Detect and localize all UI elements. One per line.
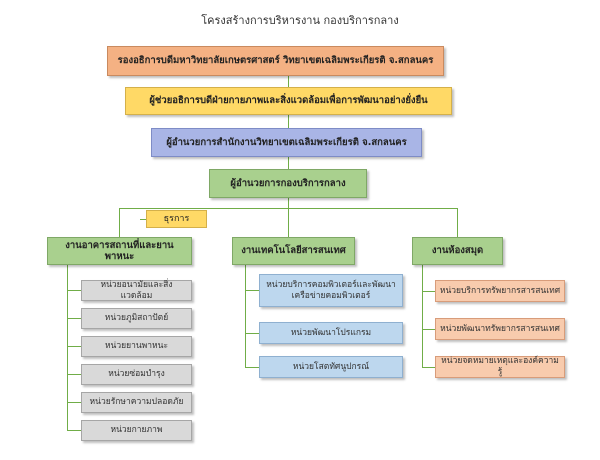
- connector-line: [457, 208, 458, 237]
- department-building-vehicle: งานอาคารสถานที่และยานพาหนะ: [47, 237, 192, 265]
- connector-line: [245, 333, 259, 334]
- assistant-president-box: ผู้ช่วยอธิการบดีฝ่ายกายภาพและสิ่งแวดล้อม…: [125, 87, 452, 115]
- connector-line: [67, 430, 81, 431]
- connector-line: [245, 290, 259, 291]
- connector-line: [67, 402, 81, 403]
- unit-box: หน่วยจดหมายเหตุและองค์ความรู้: [435, 356, 565, 378]
- unit-box: หน่วยกายภาพ: [81, 420, 192, 441]
- unit-box: หน่วยยานพาหนะ: [81, 336, 192, 357]
- unit-box: หน่วยพัฒนาทรัพยากรสารสนเทศ: [435, 318, 565, 340]
- connector-line: [67, 318, 81, 319]
- connector-line: [288, 198, 289, 208]
- campus-office-director-box: ผู้อำนวยการสำนักงานวิทยาเขตเฉลิมพระเกียร…: [151, 128, 422, 157]
- unit-box: หน่วยโสตทัศนูปกรณ์: [259, 356, 403, 378]
- unit-box: หน่วยอนามัยและสิ่งแวดล้อม: [81, 280, 192, 301]
- department-it: งานเทคโนโลยีสารสนเทศ: [232, 237, 355, 265]
- department-library: งานห้องสมุด: [412, 237, 503, 265]
- connector-line: [67, 374, 81, 375]
- connector-line: [140, 219, 146, 220]
- connector-line: [288, 157, 289, 169]
- unit-box: หน่วยซ่อมบำรุง: [81, 364, 192, 385]
- connector-line: [422, 367, 435, 368]
- connector-line: [422, 329, 435, 330]
- connector-line: [245, 367, 259, 368]
- connector-line: [288, 76, 289, 87]
- connector-line: [422, 291, 435, 292]
- connector-line: [288, 115, 289, 128]
- unit-box: หน่วยภูมิสถาปัตย์: [81, 308, 192, 329]
- chart-title: โครงสร้างการบริหารงาน กองบริการกลาง: [201, 14, 399, 27]
- admin-unit-box: ธุรการ: [146, 210, 207, 228]
- unit-box: หน่วยบริการทรัพยากรสารสนเทศ: [435, 280, 565, 302]
- connector-line: [288, 208, 289, 237]
- central-services-director-box: ผู้อำนวยการกองบริการกลาง: [209, 169, 367, 198]
- unit-box: หน่วยรักษาความปลอดภัย: [81, 392, 192, 413]
- connector-line: [67, 290, 81, 291]
- connector-line: [119, 208, 120, 237]
- connector-line: [67, 265, 68, 431]
- unit-box: หน่วยพัฒนาโปรแกรม: [259, 322, 403, 344]
- connector-line: [245, 265, 246, 368]
- unit-box: หน่วยบริการคอมพิวเตอร์และพัฒนาเครือข่ายค…: [259, 274, 403, 307]
- connector-line: [422, 265, 423, 368]
- vice-president-box: รองอธิการบดีมหาวิทยาลัยเกษตรศาสตร์ วิทยา…: [107, 46, 444, 76]
- connector-line: [67, 346, 81, 347]
